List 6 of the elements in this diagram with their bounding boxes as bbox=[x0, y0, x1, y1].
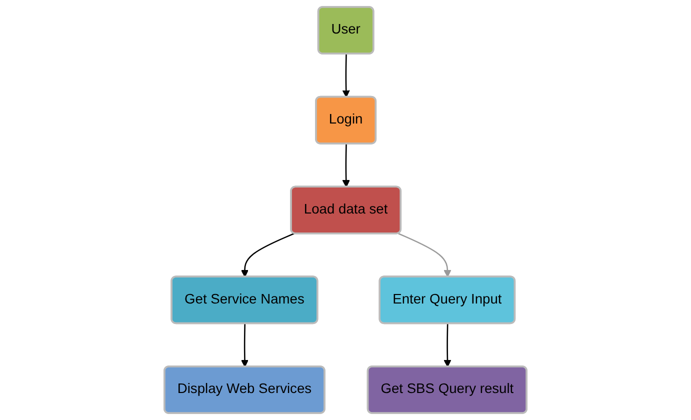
arrow bbox=[398, 232, 452, 278]
arrow bbox=[240, 232, 294, 278]
arrow bbox=[240, 324, 249, 368]
arrow bbox=[342, 54, 350, 98]
arrow bbox=[342, 144, 350, 188]
arrow bbox=[444, 324, 452, 368]
